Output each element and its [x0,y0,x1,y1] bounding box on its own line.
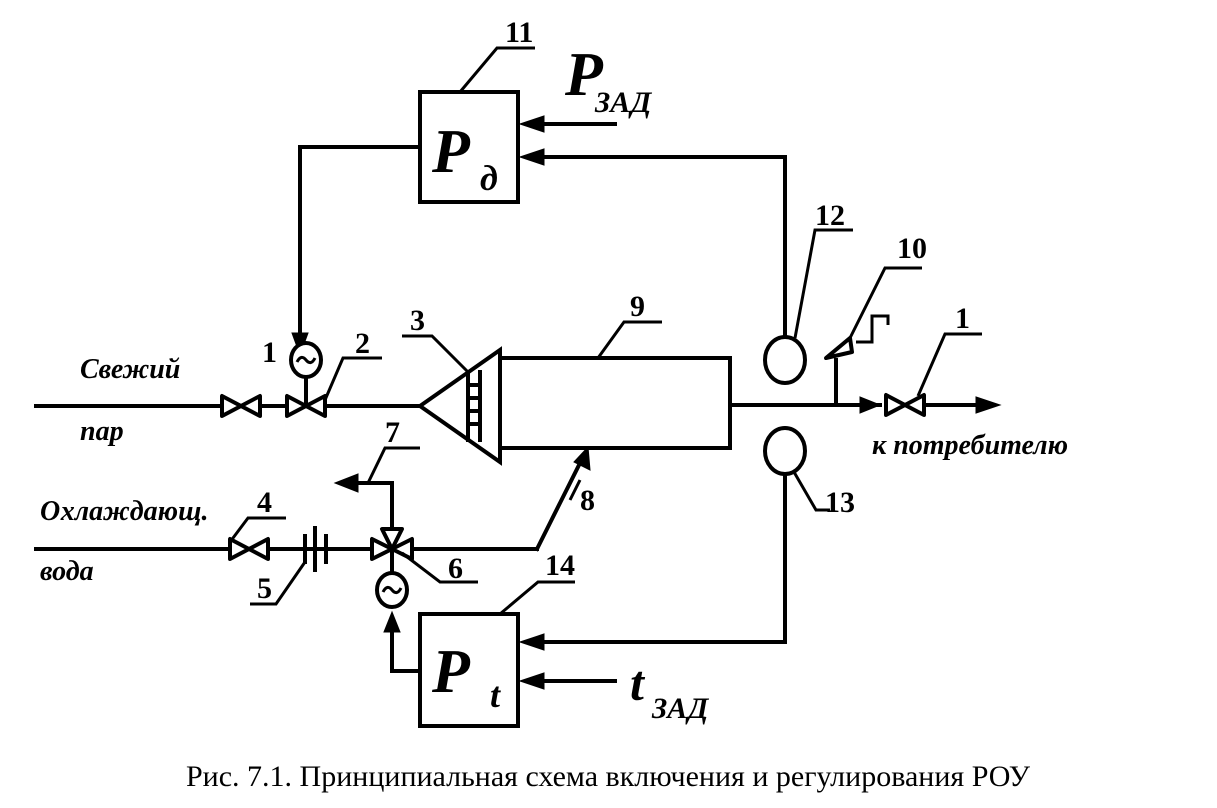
callout-leader [792,471,830,512]
nozzle-cone [416,346,502,466]
callout-leader [366,446,420,484]
cooling-water-label-2: вода [40,556,94,587]
arrow-head-icon [518,633,545,651]
callout-leader [250,561,307,606]
callout-3: 3 [410,304,425,337]
callout-leader [401,551,478,584]
shutoff-valve-icon [220,394,243,418]
callout-leader [458,46,535,93]
fresh-steam-label-1: Свежий [80,354,180,385]
callout-4: 4 [257,486,272,519]
arrow-head-icon [383,610,401,633]
figure-caption: Рис. 7.1. Принципиальная схема включения… [186,760,1031,793]
callout-leader [916,332,982,397]
cooling-water-label-1: Охлаждающ. [40,496,208,527]
callout-6: 6 [448,552,463,585]
pressure-controller-subscript: д [480,158,498,198]
callout-leader [568,479,582,501]
callout-leader [596,320,662,359]
to-consumer-label: к потребителю [872,430,1068,461]
callout-8: 8 [580,484,595,517]
callout-leader [793,228,853,339]
callout-13: 13 [825,486,855,519]
water-shutoff-valve-icon [228,537,251,561]
tilde-icon [381,585,403,595]
callout-10: 10 [897,232,927,265]
pressure-setpoint-symbol: P [564,41,604,109]
safety-valve-spring-icon [856,314,890,344]
outlet-valve-icon [884,393,907,417]
callout-2: 2 [355,327,370,360]
arrow-head-icon [333,473,359,493]
callout-leader [499,580,575,616]
callout-7: 7 [385,416,400,449]
arrow-head-icon [859,396,882,414]
three-way-valve-icon [370,537,394,561]
pressure-control-line [298,145,422,347]
callout-9: 9 [630,290,645,323]
safety-valve-icon [824,336,854,360]
pressure-control-valve-icon-half [304,394,327,418]
arrow-head-icon [518,672,545,690]
arrow-head-icon [518,148,545,166]
temperature-controller-subscript: t [490,675,501,715]
drain-line [356,481,394,531]
pressure-feedback-line [528,155,787,357]
pressure-controller-symbol: P [431,118,471,186]
callout-5: 5 [257,572,272,605]
callout-leader [228,516,286,543]
callout-14: 14 [545,549,575,582]
callout-11: 11 [505,16,533,49]
pressure-control-valve-icon [285,394,308,418]
water-shutoff-valve-icon-half [247,537,270,561]
temperature-sensor-icon [763,426,807,476]
cooling-chamber [498,356,732,450]
fresh-steam-label-2: пар [80,416,124,447]
callout-leader [848,266,922,339]
arrow-head-icon [518,115,545,133]
temperature-controller-symbol: P [431,638,471,706]
temperature-control-line [390,630,422,673]
outlet-valve-icon-half [903,393,926,417]
callout-12: 12 [815,199,845,232]
callout-leader [323,356,382,401]
pressure-sensor-icon [763,335,807,385]
callout-1: 1 [262,336,277,369]
tilde-icon [295,355,317,365]
shutoff-valve-icon-half [239,394,262,418]
temperature-controller-box [418,612,520,728]
injection-line-riser [534,452,587,552]
callout-1-outlet: 1 [955,302,970,335]
temperature-setpoint-subscript: ЗАД [651,692,710,725]
callout-leader [402,334,470,374]
temperature-setpoint-symbol: t [630,655,646,711]
temperature-feedback-line [528,472,787,644]
arrow-head-icon [573,445,591,471]
pressure-setpoint-subscript: ЗАД [594,86,653,119]
arrow-head-icon [975,396,1002,414]
